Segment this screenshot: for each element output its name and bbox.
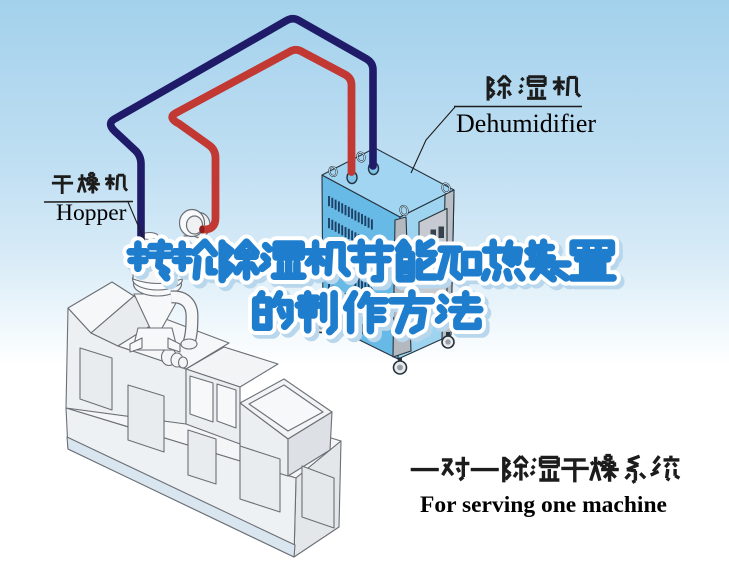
svg-text:For serving one machine: For serving one machine — [420, 492, 667, 518]
svg-text:Hopper: Hopper — [56, 200, 127, 226]
svg-text:Dehumidifier: Dehumidifier — [456, 109, 596, 138]
